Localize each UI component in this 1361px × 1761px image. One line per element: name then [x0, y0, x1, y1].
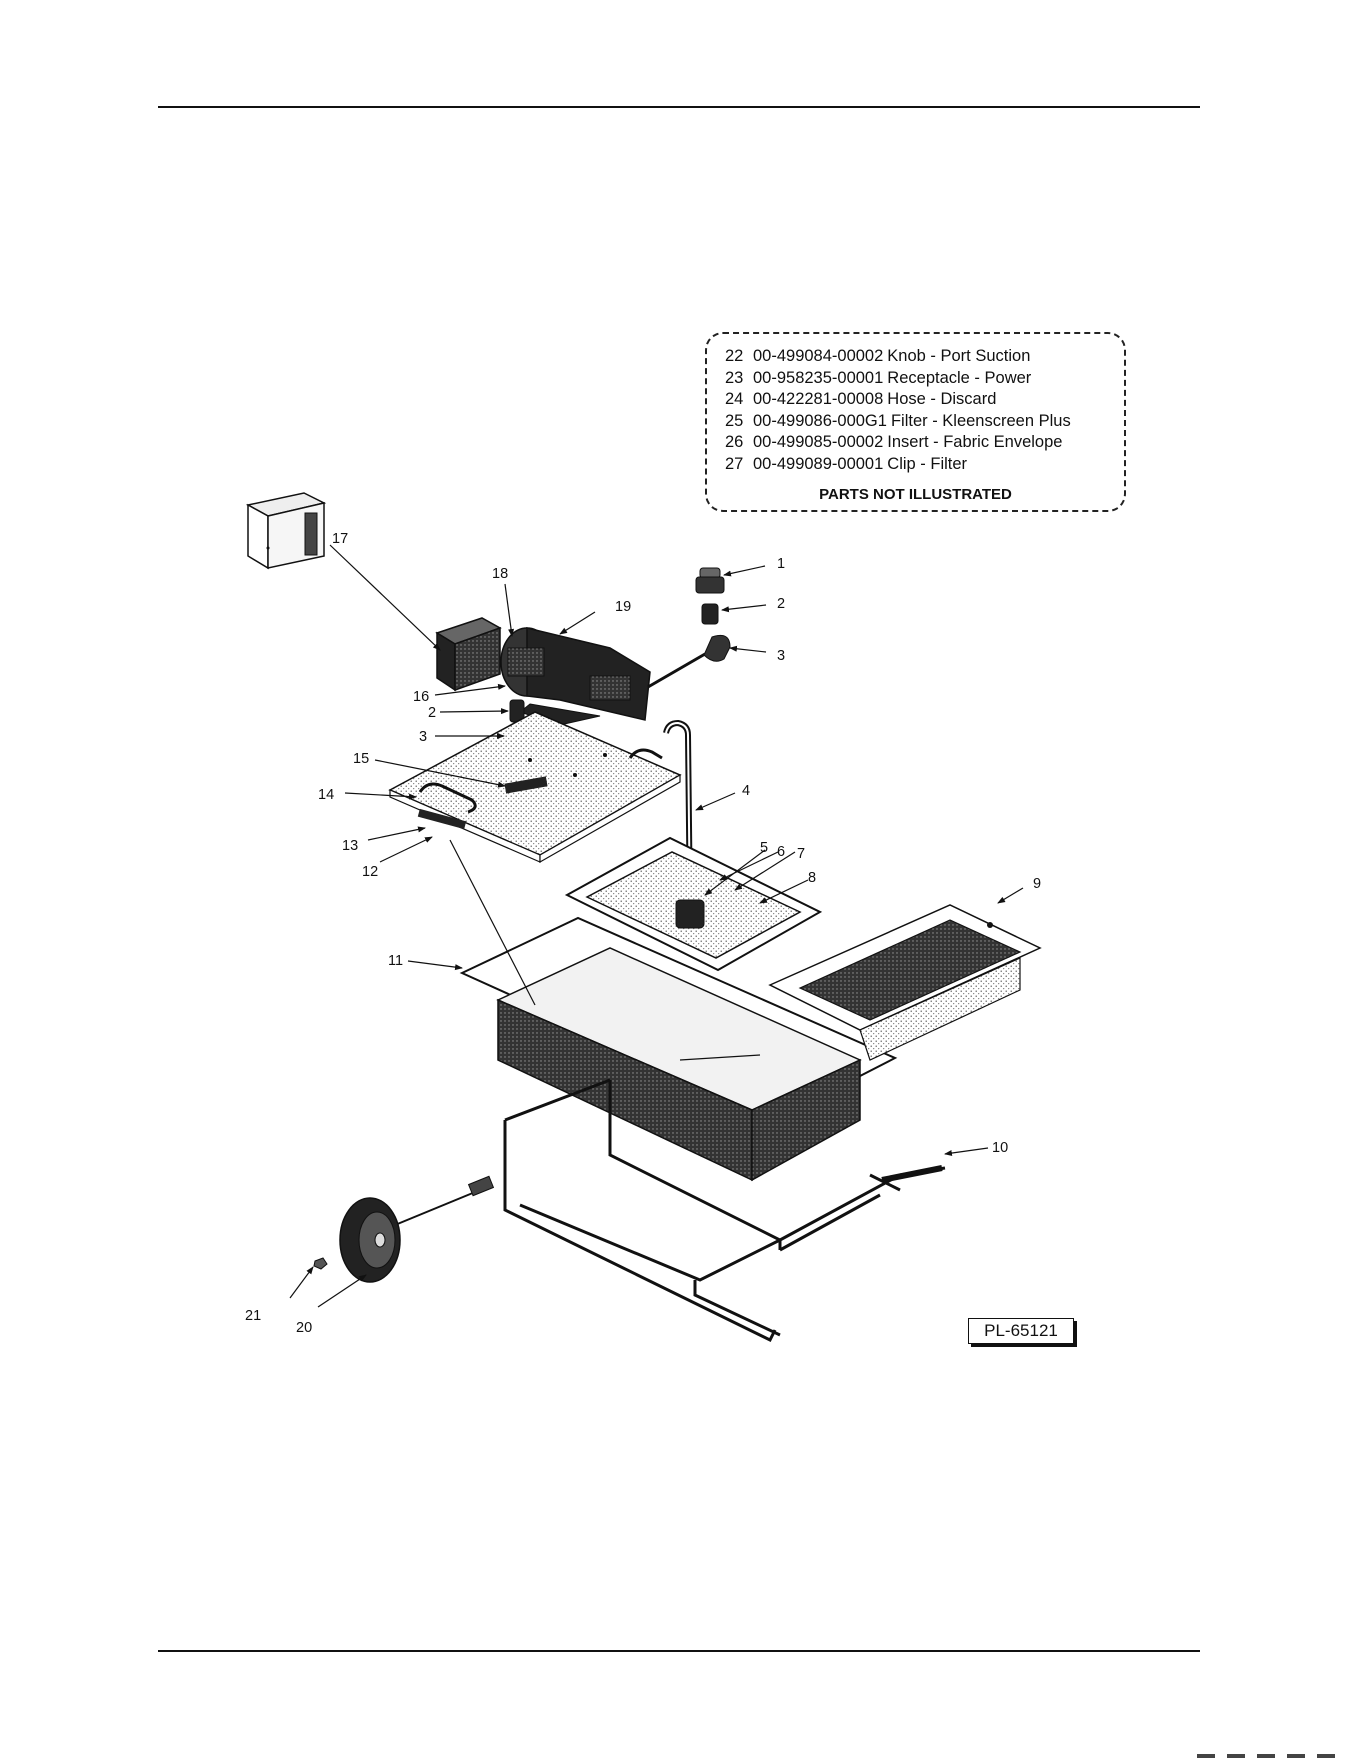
- axle-nut-part: [313, 1257, 328, 1270]
- elbow-part: [703, 634, 731, 662]
- part-description: Filter - Kleenscreen Plus: [890, 411, 1071, 430]
- callout-label: 18: [492, 566, 508, 582]
- callout-label: 1: [777, 556, 785, 572]
- axle-part: [394, 1189, 481, 1226]
- part-description: Insert - Fabric Envelope: [887, 433, 1063, 452]
- cart-frame-part: [503, 1078, 946, 1343]
- part-number: 00-499084-00002: [753, 347, 884, 365]
- crumb-tray-part: [768, 904, 1042, 1061]
- nipple-part: [701, 603, 719, 625]
- suction-knob-part: [695, 567, 725, 594]
- callout-label: 10: [992, 1140, 1008, 1156]
- wheel-part: [339, 1197, 401, 1283]
- part-number: 00-499086-000G1: [753, 411, 887, 430]
- callout-label: 21: [245, 1308, 261, 1324]
- callout-label: 8: [808, 870, 816, 886]
- callout-label: 7: [797, 846, 805, 862]
- header-rule: [158, 106, 1200, 108]
- leader-lines: [289, 544, 1024, 1308]
- part-number: 00-499085-00002: [753, 433, 884, 452]
- part-number: 00-499089-00001: [753, 454, 884, 473]
- callout-label: 13: [342, 838, 358, 854]
- pan-cover-part: [388, 711, 682, 864]
- part-number: 00-422281-00008: [753, 390, 884, 409]
- callout-label: 14: [318, 787, 334, 803]
- callout-label: 2: [428, 705, 436, 721]
- callout-label: 2: [777, 596, 785, 612]
- callout-label: 15: [353, 751, 369, 767]
- pump-motor-part: [500, 627, 706, 726]
- callout-label: 6: [777, 844, 785, 860]
- control-box-part: [245, 492, 327, 570]
- part-number: 00-958235-00001: [753, 368, 884, 387]
- motor-junction-box-part: [435, 617, 502, 692]
- part-description: Clip - Filter: [887, 454, 968, 473]
- callout-label: 9: [1033, 876, 1041, 892]
- callout-label: 3: [777, 648, 785, 664]
- item-number: 26: [725, 433, 744, 452]
- callout-label: 20: [296, 1320, 312, 1336]
- callout-label: 17: [332, 531, 348, 547]
- callout-label: 19: [615, 599, 631, 615]
- item-number: 27: [725, 454, 744, 473]
- legend-caption: PARTS NOT ILLUSTRATED: [819, 486, 1012, 503]
- callout-label: 3: [419, 729, 427, 745]
- item-number: 24: [725, 390, 744, 409]
- callout-label: 16: [413, 689, 429, 705]
- figure-id-label: PL-65121: [968, 1318, 1074, 1344]
- callout-label: 11: [388, 953, 403, 969]
- scan-artifact: [1197, 1754, 1347, 1758]
- part-description: Receptacle - Power: [887, 368, 1032, 387]
- filter-screen-part: [564, 836, 823, 972]
- footer-rule: [158, 1650, 1200, 1652]
- filter-pan-part: [459, 916, 898, 1182]
- callout-label: 12: [362, 864, 378, 880]
- item-number: 25: [725, 411, 744, 430]
- item-number: 22: [725, 347, 744, 365]
- part-description: Hose - Discard: [887, 390, 997, 409]
- part-description: Knob - Port Suction: [887, 347, 1031, 365]
- item-number: 23: [725, 368, 744, 387]
- callout-label: 4: [742, 783, 750, 799]
- callout-label: 5: [760, 840, 768, 856]
